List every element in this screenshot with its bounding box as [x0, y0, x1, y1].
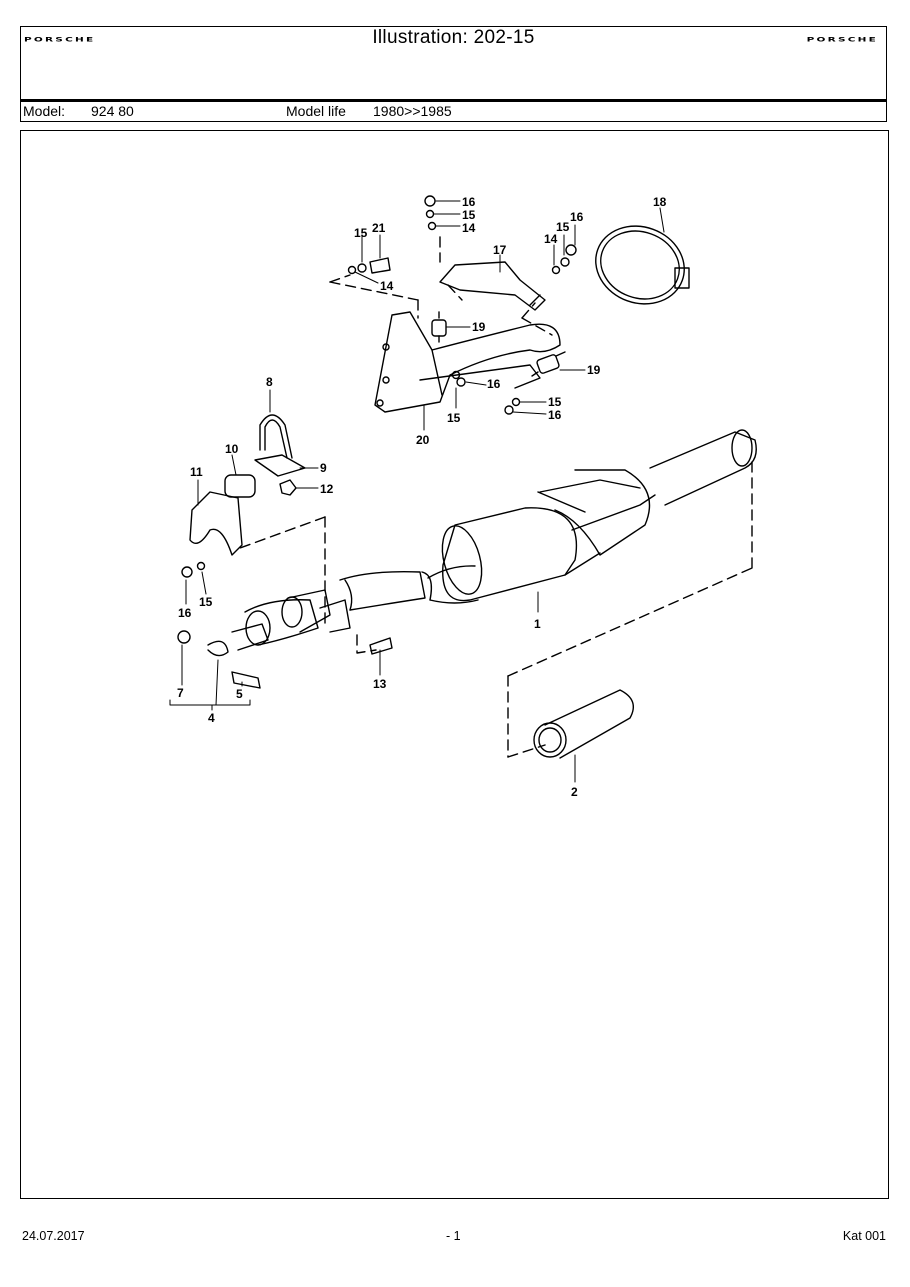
footer-catalog: Kat 001: [842, 1229, 886, 1243]
callout-19: 19: [587, 363, 601, 377]
porsche-logo-right: PORSCHE: [806, 36, 878, 44]
rubber-mount-19a: [431, 311, 447, 343]
muffler-rear: [537, 429, 757, 556]
footer-page-number: - 1: [446, 1229, 461, 1243]
callout-14: 14: [544, 232, 558, 246]
callout-13: 13: [373, 677, 387, 691]
callout-2: 2: [571, 785, 578, 799]
page-title: Illustration: 202-15: [372, 27, 535, 48]
callout-10: 10: [225, 442, 239, 456]
u-bolt-8: [259, 414, 293, 459]
tail-pipe: [533, 689, 634, 759]
intermediate-pipe: [339, 565, 479, 611]
callout-14: 14: [380, 279, 394, 293]
callout-12: 12: [320, 482, 334, 496]
callout-21: 21: [372, 221, 386, 235]
callout-labels: 16 15 14 15 21 14 17 14 15 16 18 19 19 1…: [177, 195, 667, 799]
clamp-plate-9: [254, 454, 306, 477]
assembly-lines: [239, 236, 753, 758]
clamp-18: [595, 225, 690, 305]
callout-18: 18: [653, 195, 667, 209]
footer-date: 24.07.2017: [22, 1229, 85, 1243]
callout-15: 15: [548, 395, 562, 409]
model-life-value: 1980>>1985: [373, 103, 452, 119]
callout-19: 19: [472, 320, 486, 334]
leader-lines: [169, 200, 665, 783]
nut-12: [279, 479, 297, 496]
model-value: 924 80: [91, 103, 134, 119]
callout-4: 4: [208, 711, 215, 725]
front-flange-assembly: [231, 589, 351, 651]
callout-14: 14: [462, 221, 476, 235]
callout-15: 15: [462, 208, 476, 222]
bracket-17: [439, 261, 546, 311]
callout-7: 7: [177, 686, 184, 700]
callout-15: 15: [354, 226, 368, 240]
callout-16: 16: [178, 606, 192, 620]
callout-16: 16: [462, 195, 476, 209]
rubber-clamp-10: [224, 474, 256, 498]
model-info-band: Model: 924 80 Model life 1980>>1985: [21, 99, 886, 121]
model-label: Model:: [23, 103, 66, 119]
hardware-nuts-washers: [177, 195, 577, 689]
callout-11: 11: [190, 465, 203, 479]
header-box: PORSCHE Illustration: 202-15 PORSCHE Mod…: [20, 26, 887, 122]
callout-8: 8: [266, 375, 273, 389]
model-life-label: Model life: [286, 103, 346, 119]
callout-16: 16: [487, 377, 501, 391]
callout-17: 17: [493, 243, 507, 257]
callout-16: 16: [570, 210, 584, 224]
bracket-20: [374, 311, 561, 413]
callout-1: 1: [534, 617, 541, 631]
callout-15: 15: [199, 595, 213, 609]
callout-15: 15: [556, 220, 570, 234]
porsche-logo-left: PORSCHE: [24, 36, 96, 44]
rubber-mount-19b: [531, 351, 566, 377]
callout-9: 9: [320, 461, 327, 475]
clamp-half-11: [189, 491, 243, 556]
callout-5: 5: [236, 687, 243, 701]
illustration-frame: [20, 130, 889, 1199]
callout-16: 16: [548, 408, 562, 422]
callout-15: 15: [447, 411, 461, 425]
callout-20: 20: [416, 433, 430, 447]
muffler-main: [441, 494, 656, 602]
